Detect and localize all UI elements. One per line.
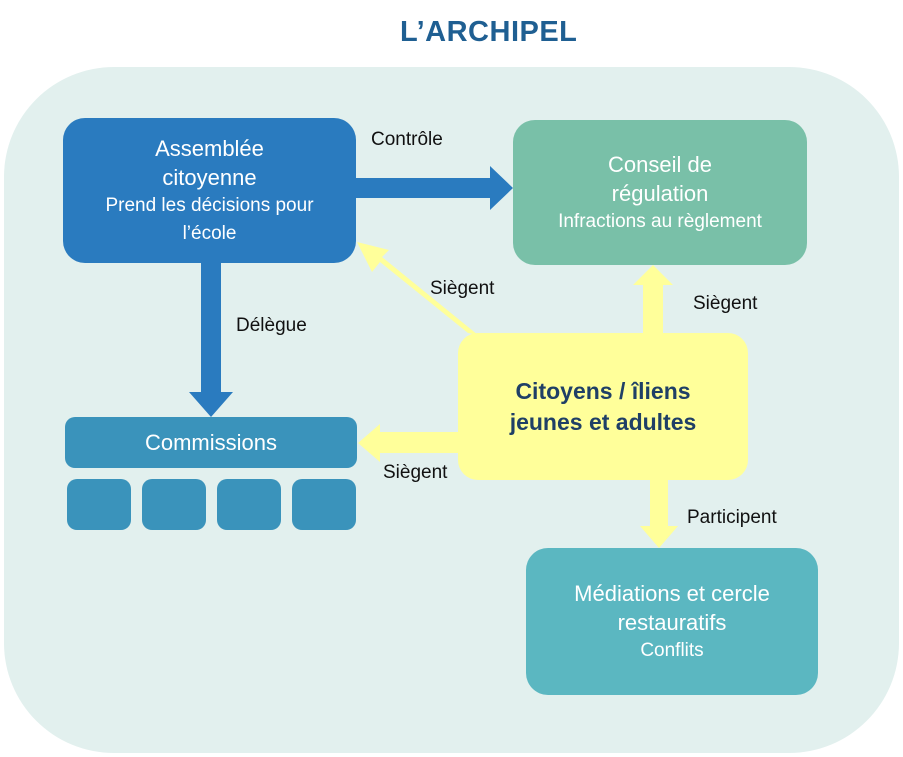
commission-subbox	[142, 479, 206, 530]
edge-label-siegent-conseil: Siègent	[693, 293, 758, 314]
edge-label-participent: Participent	[687, 507, 777, 528]
node-assemblee: Assemblée citoyenne Prend les décisions …	[63, 118, 356, 263]
mediations-title-1: Médiations et cercle	[574, 580, 770, 606]
arrow-controle	[356, 166, 513, 210]
mediations-subtitle: Conflits	[640, 639, 704, 661]
assemblee-title-1: Assemblée	[155, 135, 264, 161]
conseil-title-1: Conseil de	[608, 151, 712, 177]
arrow-delegue	[189, 263, 233, 417]
conseil-title-2: régulation	[611, 180, 709, 206]
edge-label-siegent-assemblee: Siègent	[430, 278, 495, 299]
commission-subbox	[217, 479, 281, 530]
edge-label-siegent-commissions: Siègent	[383, 462, 448, 483]
assemblee-subtitle-2: l’école	[182, 222, 237, 244]
commission-subbox	[67, 479, 131, 530]
assemblee-title-2: citoyenne	[162, 164, 257, 190]
diagram-title: L’ARCHIPEL	[400, 16, 578, 48]
arrow-siegent-conseil	[633, 265, 673, 333]
node-mediations: Médiations et cercle restauratifs Confli…	[526, 548, 818, 695]
conseil-subtitle: Infractions au règlement	[558, 210, 762, 232]
arrow-siegent-assemblee	[357, 242, 478, 335]
edge-label-delegue: Délègue	[236, 315, 307, 336]
citoyens-line-2: jeunes et adultes	[509, 408, 697, 435]
arrow-siegent-commissions	[358, 424, 458, 462]
commission-subbox	[292, 479, 356, 530]
node-commissions: Commissions	[65, 417, 357, 468]
edge-label-controle: Contrôle	[371, 129, 443, 150]
commissions-title: Commissions	[144, 430, 278, 455]
arrow-participent	[640, 480, 678, 548]
node-conseil: Conseil de régulation Infractions au règ…	[513, 120, 807, 265]
node-citoyens: Citoyens / îliens jeunes et adultes	[458, 333, 748, 480]
citoyens-line-1: Citoyens / îliens	[515, 377, 691, 404]
assemblee-subtitle-1: Prend les décisions pour	[105, 194, 314, 216]
mediations-title-2: restauratifs	[617, 609, 727, 635]
